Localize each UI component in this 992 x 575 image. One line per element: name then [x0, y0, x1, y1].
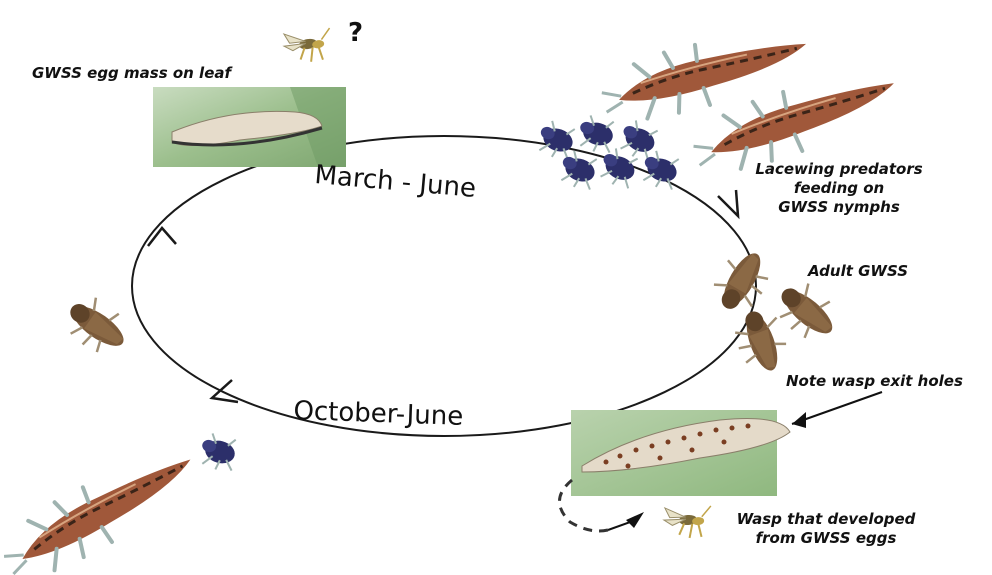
cycle-arrow-left [148, 228, 176, 246]
lacewing-caption: Lacewing predators feeding on GWSS nymph… [734, 160, 944, 217]
wasp-caption-line-1: Wasp that developed [716, 510, 936, 529]
lacewing-caption-line-2: feeding on [734, 179, 944, 198]
gwss-nymph-cluster [534, 114, 683, 193]
adult-gwss-icon [58, 290, 135, 363]
wasp-caption: Wasp that developed from GWSS eggs [716, 510, 936, 548]
adult-gwss-label: Adult GWSS [808, 262, 908, 281]
leaf-egg-photo [153, 87, 346, 167]
question-mark: ? [348, 18, 363, 48]
exit-holes-photo [571, 410, 790, 496]
lacewing-larva-icon [0, 437, 207, 575]
egg-mass-label: GWSS egg mass on leaf [32, 64, 231, 83]
wasp-icon [282, 26, 335, 66]
cycle-arrow-bottom [212, 380, 238, 402]
season-label-winter: October-June [293, 396, 464, 432]
exit-holes-label: Note wasp exit holes [786, 372, 963, 391]
lacewing-caption-line-3: GWSS nymphs [734, 198, 944, 217]
gwss-nymph-icon [197, 432, 240, 474]
lacewing-caption-line-1: Lacewing predators [734, 160, 944, 179]
exit-holes-pointer [792, 392, 882, 428]
wasp-caption-line-2: from GWSS eggs [716, 529, 936, 548]
wasp-icon [663, 504, 714, 540]
